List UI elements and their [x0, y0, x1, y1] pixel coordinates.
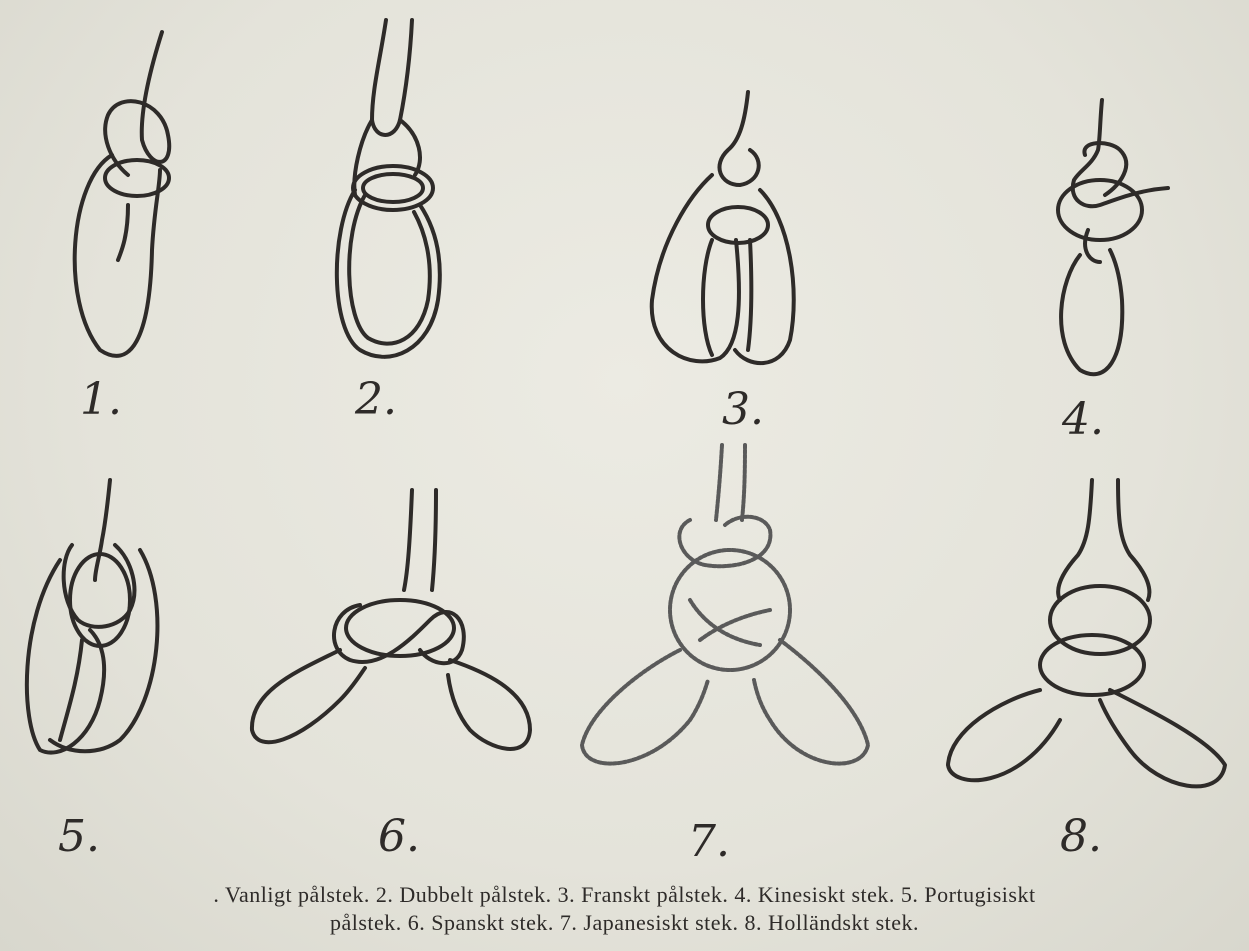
label-knot-6: 6.: [378, 815, 420, 859]
knot-8-drawing: [948, 480, 1225, 786]
label-knot-3: 3.: [722, 388, 764, 432]
label-knot-7: 7.: [688, 820, 730, 864]
knot-3-drawing: [652, 92, 794, 363]
label-knot-8: 8.: [1060, 815, 1102, 859]
caption-line-1: . Vanligt pålstek. 2. Dubbelt pålstek. 3…: [0, 882, 1249, 908]
knot-1-drawing: [75, 32, 170, 356]
label-knot-4: 4.: [1062, 398, 1104, 442]
knot-6-drawing: [252, 490, 530, 749]
caption-line-2: pålstek. 6. Spanskt stek. 7. Japanesiskt…: [0, 910, 1249, 936]
label-knot-5: 5.: [58, 815, 100, 859]
knot-4-drawing: [1058, 100, 1168, 374]
knot-7-drawing: [582, 445, 868, 764]
label-knot-1: 1.: [80, 378, 122, 422]
label-knot-2: 2.: [355, 378, 397, 422]
knot-5-drawing: [27, 480, 158, 753]
knot-2-drawing: [337, 20, 440, 357]
